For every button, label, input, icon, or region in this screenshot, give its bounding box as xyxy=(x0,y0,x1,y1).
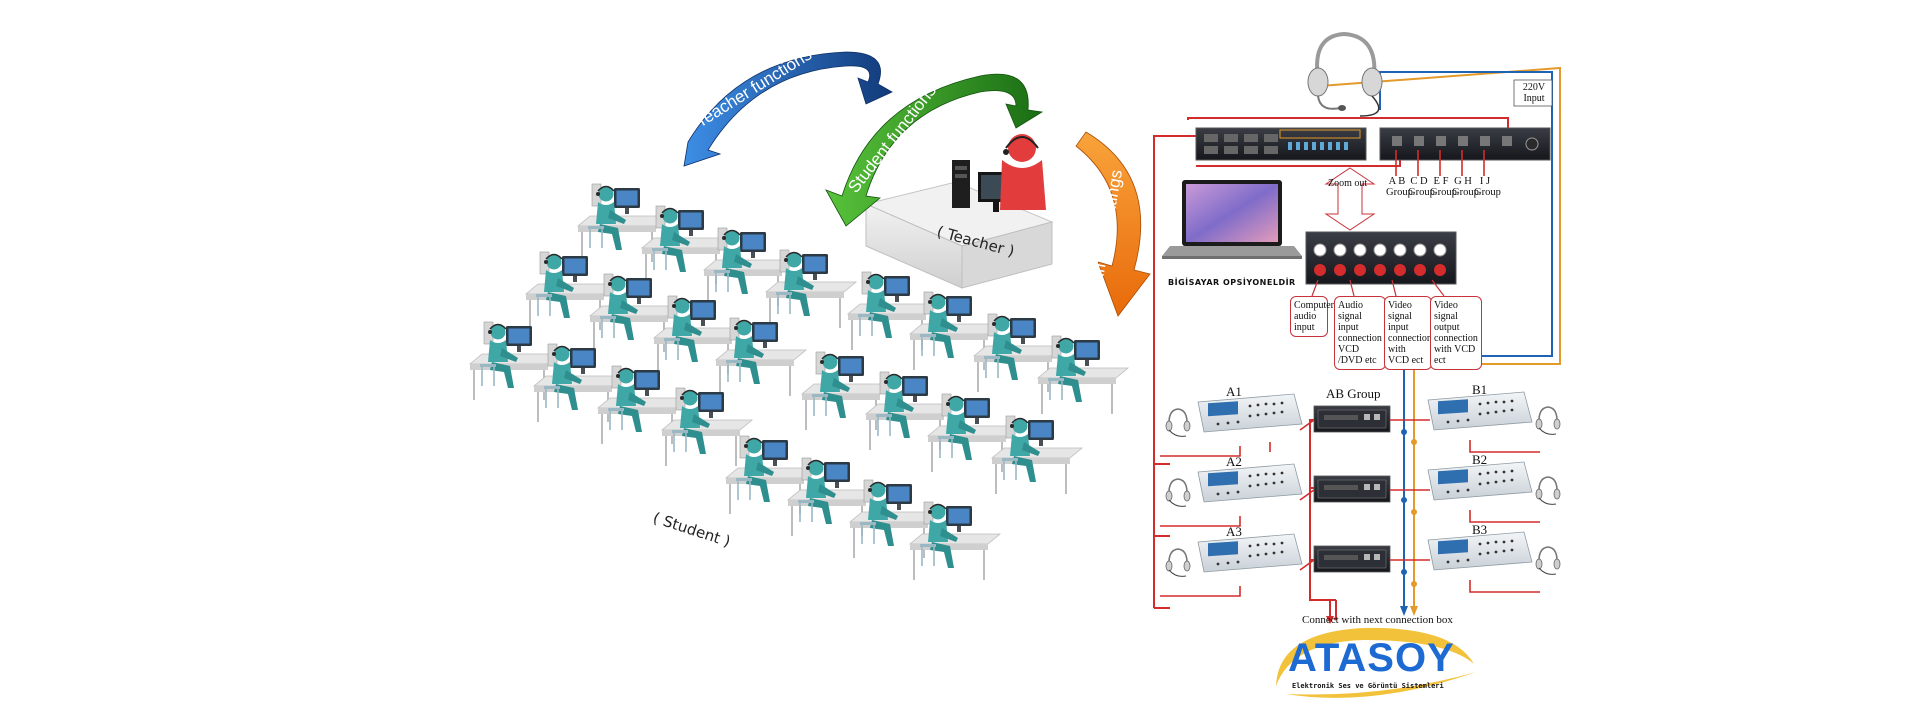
headset-icon xyxy=(1307,31,1383,117)
teacher-desk xyxy=(864,134,1054,289)
student-console-a1 xyxy=(1197,393,1303,433)
callout-video-output: Video signal output connection with VCD … xyxy=(1430,296,1482,370)
student-functions-label: Student functions xyxy=(844,81,940,196)
group-text: Group xyxy=(1474,187,1501,198)
group-label-ij: I J Group xyxy=(1474,176,1501,198)
group-letters: A B xyxy=(1388,176,1406,187)
callout-computer-audio: Computer audio input xyxy=(1290,296,1334,337)
group-label-cd: C D Group xyxy=(1408,176,1435,198)
ab-group-label: AB Group xyxy=(1326,386,1381,401)
zoom-out-arrow xyxy=(1324,167,1376,231)
connector-panel-zoomed xyxy=(1305,231,1457,285)
student-label: ( Student ) xyxy=(651,509,733,551)
ab-group-box-3 xyxy=(1313,545,1391,573)
headset-icon xyxy=(1165,548,1191,578)
headset-icon xyxy=(1535,406,1561,436)
group-letters: I J xyxy=(1479,176,1491,187)
ab-group-box-1 xyxy=(1313,405,1391,433)
atasoy-logo xyxy=(1276,627,1476,698)
group-text: Group xyxy=(1386,187,1413,198)
callout-audio-input: Audio signal input connection VCD /DVD e… xyxy=(1334,296,1386,370)
group-label-ef: E F Group xyxy=(1430,176,1457,198)
station-label-b2: B2 xyxy=(1472,452,1488,467)
headset-icon xyxy=(1165,478,1191,508)
headset-icon xyxy=(1165,408,1191,438)
group-letters: C D xyxy=(1410,176,1428,187)
laptop-icon xyxy=(1162,180,1302,259)
group-letters: G H xyxy=(1454,176,1472,187)
group-label-ab: A B Group xyxy=(1386,176,1413,198)
brand-tagline: Elektronik Ses ve Görüntü Sistemleri xyxy=(1292,682,1444,690)
wiring-diagram: 220V Input xyxy=(1153,31,1561,624)
headset-icon xyxy=(1535,546,1561,576)
main-control-unit xyxy=(1195,127,1367,161)
callout-video-input: Video signal input connection with VCD e… xyxy=(1384,296,1432,370)
station-label-a1: A1 xyxy=(1226,384,1242,399)
classroom-illustration: ( Teacher ) ( Student ) Teacher function… xyxy=(469,45,1151,581)
environment-settings-arrow: Environment Settings xyxy=(1075,131,1151,331)
station-label-b3: B3 xyxy=(1472,522,1488,537)
group-label-gh: G H Group xyxy=(1452,176,1479,198)
footer-connect-label: Connect with next connection box xyxy=(1302,614,1453,626)
ab-group-box-2 xyxy=(1313,475,1391,503)
headset-icon xyxy=(1535,476,1561,506)
teacher-functions-arrow: Teacher functions xyxy=(683,45,893,167)
teacher-functions-label: Teacher functions xyxy=(692,45,815,132)
station-label-b1: B1 xyxy=(1472,382,1488,397)
station-label-a3: A3 xyxy=(1226,524,1242,539)
station-label-a2: A2 xyxy=(1226,454,1242,469)
brand-name: ATASOY xyxy=(1288,636,1455,680)
student-console-a2 xyxy=(1197,463,1303,503)
group-text: Group xyxy=(1452,187,1479,198)
student-console-a3 xyxy=(1197,533,1303,573)
teacher-figure xyxy=(1000,134,1046,210)
group-letters: E F xyxy=(1433,176,1449,187)
group-text: Group xyxy=(1430,187,1457,198)
group-distribution-unit xyxy=(1379,127,1551,161)
power-input-label: 220V Input xyxy=(1522,82,1546,104)
group-text: Group xyxy=(1408,187,1435,198)
laptop-caption: BİGİSAYAR OPSİYONELDİR xyxy=(1168,278,1296,287)
zoom-out-label: Zoom out xyxy=(1328,178,1368,189)
